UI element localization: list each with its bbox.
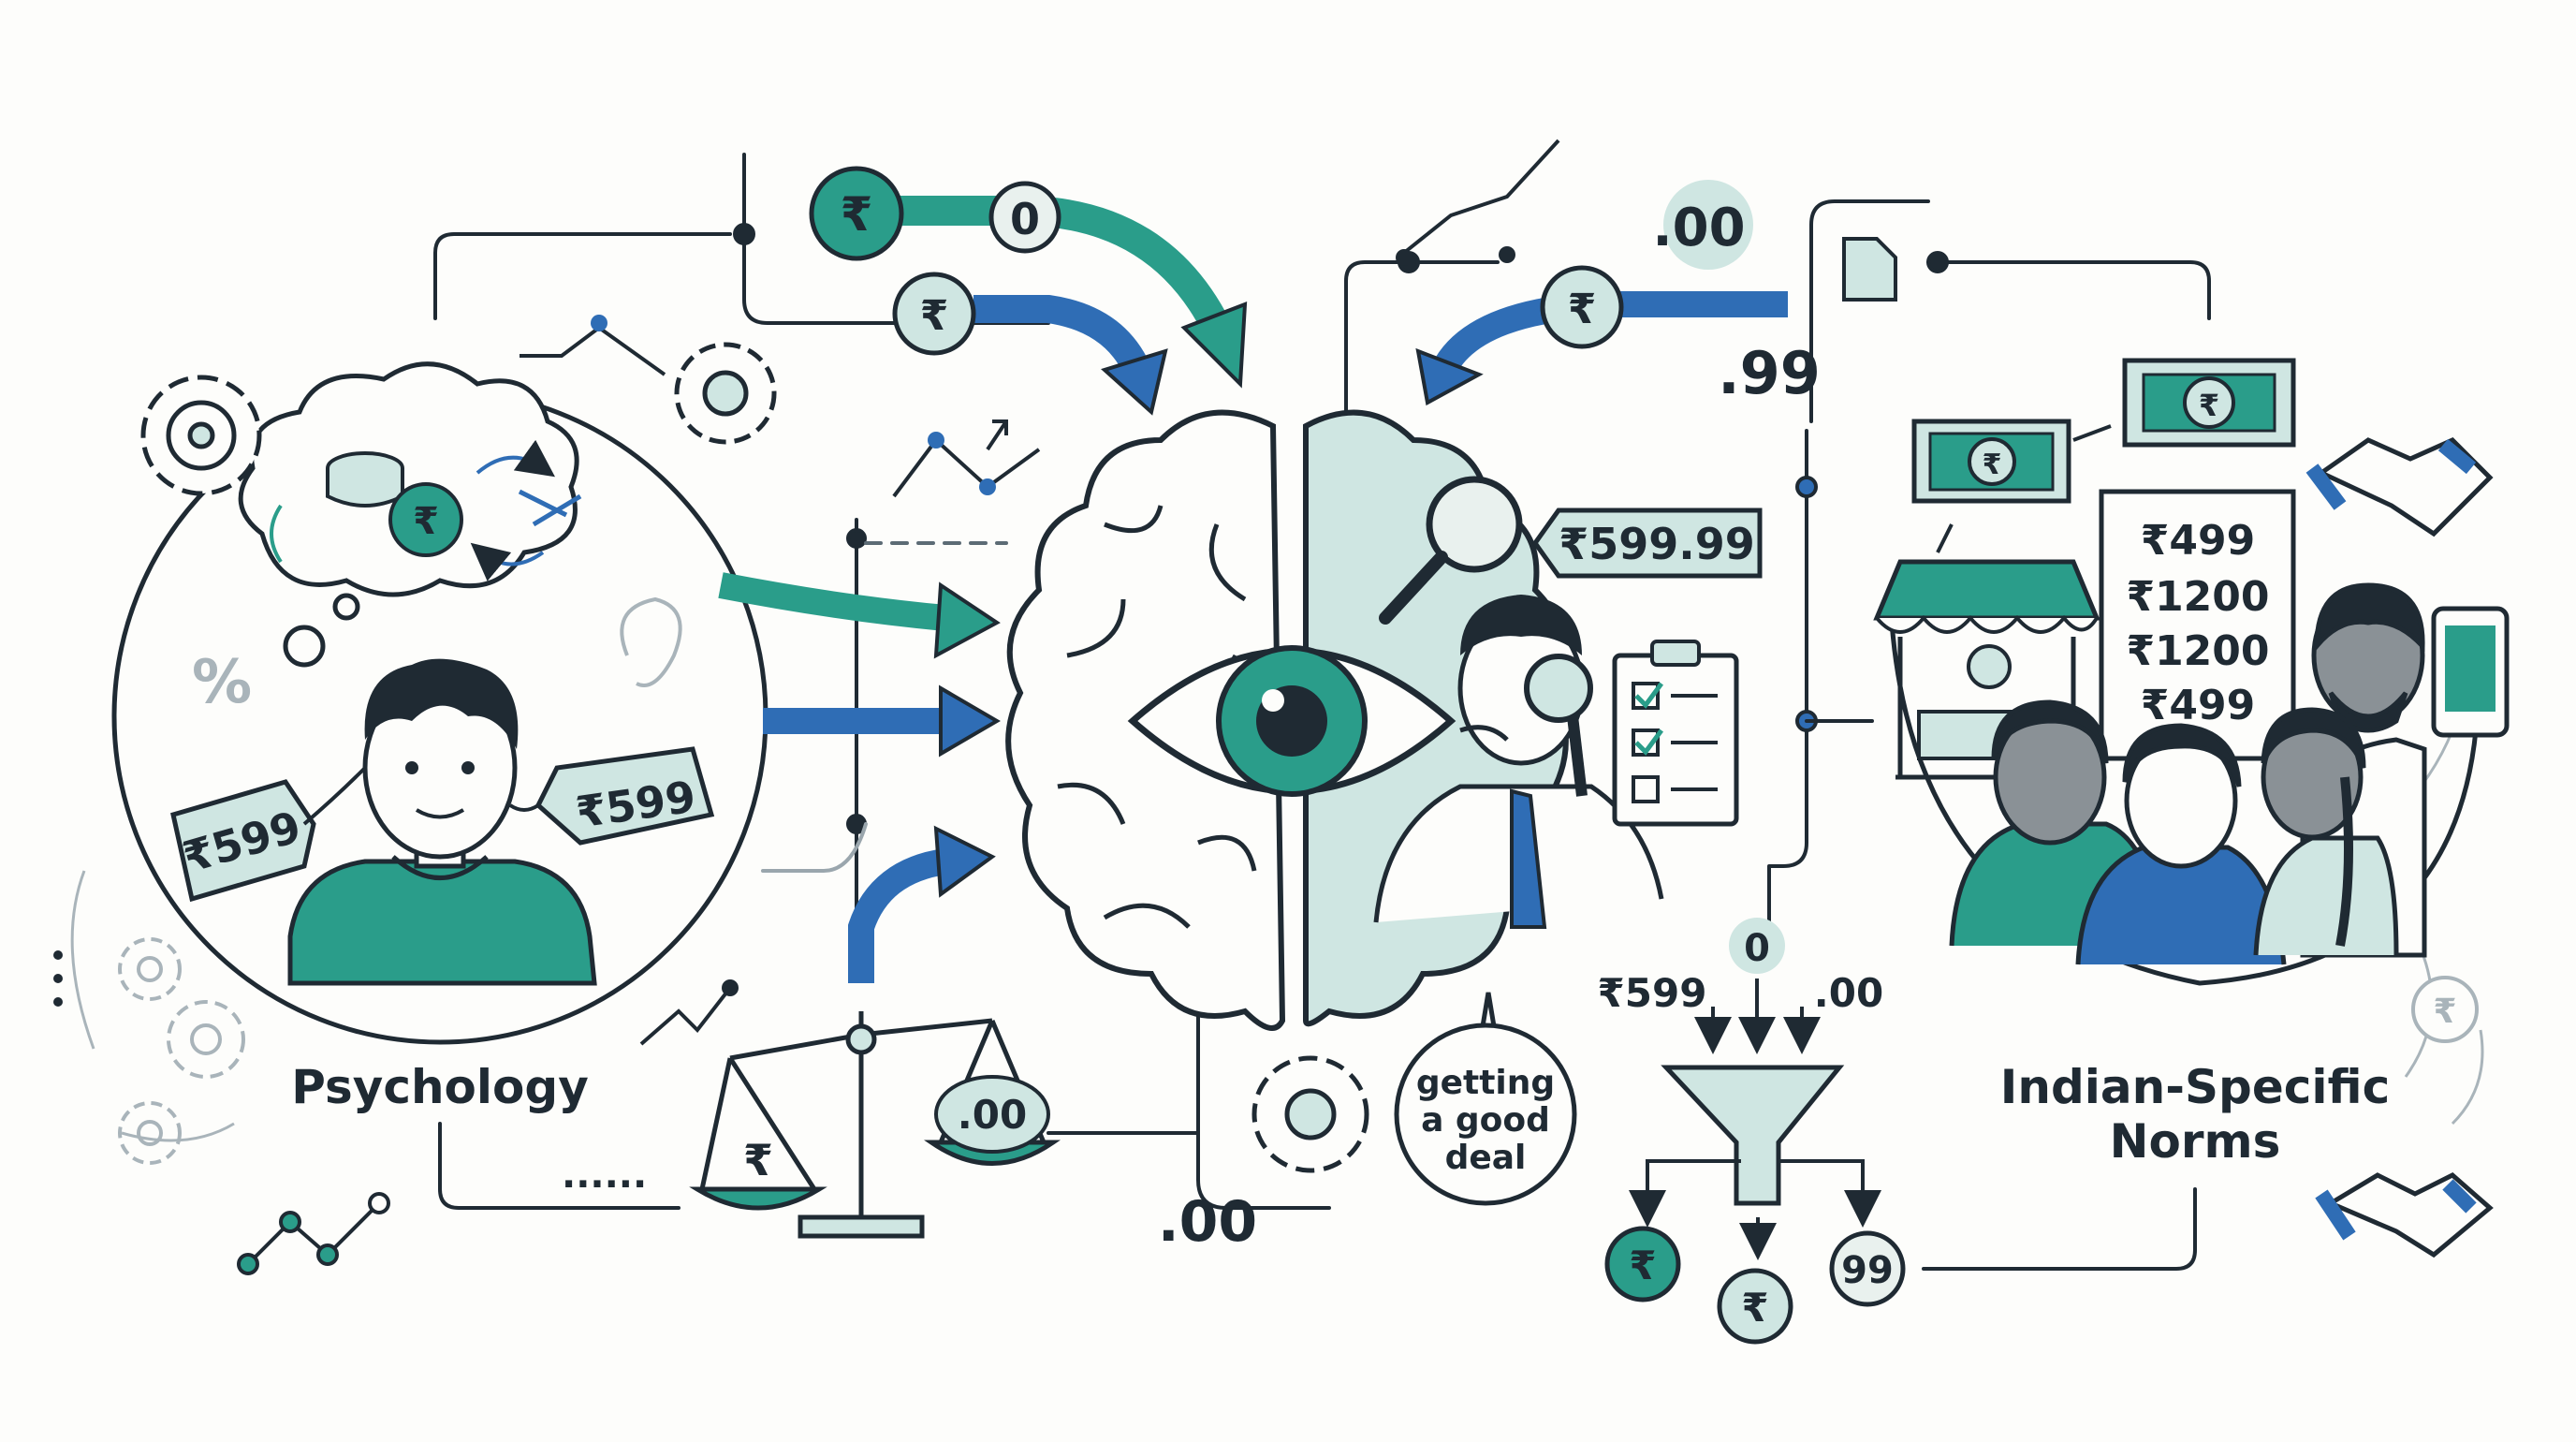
token-nine-nine: .99: [1718, 339, 1821, 407]
indian-label-line-1: Indian-Specific: [2000, 1060, 2390, 1114]
token-rupee-a: ₹: [841, 187, 873, 242]
person-illustration: [287, 658, 597, 986]
connector-lines: [433, 153, 2211, 1271]
top-arrow-teal: ₹ 0: [809, 166, 1248, 389]
banknote-rupee: ₹: [2199, 388, 2219, 423]
right-arrow-blue: ₹: [1415, 265, 1788, 406]
indian-norms-section: ₹ ₹ ₹499 ₹1200 ₹1200 ₹499: [1842, 237, 2510, 1169]
price-tag-left: ₹599: [170, 766, 367, 903]
price-tag-right: ₹599: [508, 746, 715, 846]
top-arrow-blue: ₹: [892, 272, 1168, 416]
speech-line-3: deal: [1445, 1139, 1527, 1177]
detective-illustration: [1373, 595, 1664, 929]
thought-bubble-icon: [238, 361, 579, 668]
trend-line-icon: [237, 139, 1560, 1275]
funnel-input-decimal: .00: [1814, 970, 1883, 1016]
speech-line-2: a good: [1421, 1101, 1550, 1140]
far-right-rupee-coin: [2411, 976, 2479, 1043]
board-price-3: ₹1200: [2126, 627, 2269, 675]
psychology-label: Psychology: [291, 1060, 589, 1114]
gear-icon: [118, 937, 245, 1165]
phone-icon: [2431, 606, 2510, 738]
funnel-out-right: 99: [1841, 1249, 1894, 1292]
coins-icon: ₹: [326, 451, 463, 557]
percent-symbol: %: [192, 648, 252, 717]
scale-right-pan: .00: [958, 1092, 1027, 1138]
indian-label-line-2: Norms: [2110, 1114, 2281, 1169]
banknote-rupee-2: ₹: [1983, 449, 2002, 481]
speech-line-1: getting: [1416, 1064, 1555, 1102]
board-price-4: ₹499: [2141, 682, 2255, 729]
dots-bottom: ......: [562, 1154, 647, 1197]
funnel-icon: 0 ₹599 .00 ₹ ₹ 99: [1598, 918, 1906, 1345]
funnel-out-left: ₹: [1629, 1243, 1656, 1288]
double-zero-badge: [1663, 180, 1753, 270]
funnel-zero: 0: [1744, 927, 1770, 970]
scale-left-pan: ₹: [743, 1135, 773, 1185]
gear-icon: [140, 375, 262, 496]
dots-vertical: [53, 950, 63, 1007]
token-rupee-b: ₹: [920, 292, 949, 340]
funnel-out-mid: ₹: [1741, 1285, 1768, 1331]
shop-icon: [1873, 559, 2100, 780]
board-price-2: ₹1200: [2126, 573, 2269, 621]
brain-price: ₹599.99: [1559, 519, 1755, 569]
far-right-rupee: ₹: [2433, 993, 2456, 1031]
banknote-icon: ₹: [1911, 419, 2071, 504]
psychology-section: ₹ % ₹599 ₹599 Psychology: [111, 361, 768, 1114]
magnifier-icon: [1379, 476, 1523, 625]
token-zero: 0: [1010, 194, 1040, 244]
checklist-icon: [1612, 640, 1739, 827]
token-rupee-c: ₹: [1568, 286, 1597, 333]
input-arrows: [718, 572, 1001, 983]
people-group: [1949, 582, 2427, 965]
eye-icon: [1127, 645, 1456, 797]
gear-icon: [1251, 1055, 1369, 1173]
board-price-1: ₹499: [2141, 517, 2255, 565]
handshake-icon: [2315, 1172, 2494, 1258]
document-icon: [1842, 237, 1897, 302]
head-outline-icon: [620, 596, 682, 687]
speech-bubble: getting a good deal: [1394, 992, 1577, 1206]
banknote-icon: ₹: [2122, 358, 2296, 448]
coin-rupee-symbol: ₹: [413, 500, 439, 543]
brain-price-tag: ₹599.99: [1531, 508, 1763, 579]
bottom-center-decimal: .00: [1158, 1189, 1257, 1255]
gear-icon: [674, 342, 777, 445]
token-double-zero: .00: [1652, 198, 1745, 258]
handshake-icon: [2305, 437, 2494, 537]
funnel-input-price: ₹599: [1598, 970, 1707, 1016]
price-board: ₹499 ₹1200 ₹1200 ₹499: [2099, 489, 2296, 761]
